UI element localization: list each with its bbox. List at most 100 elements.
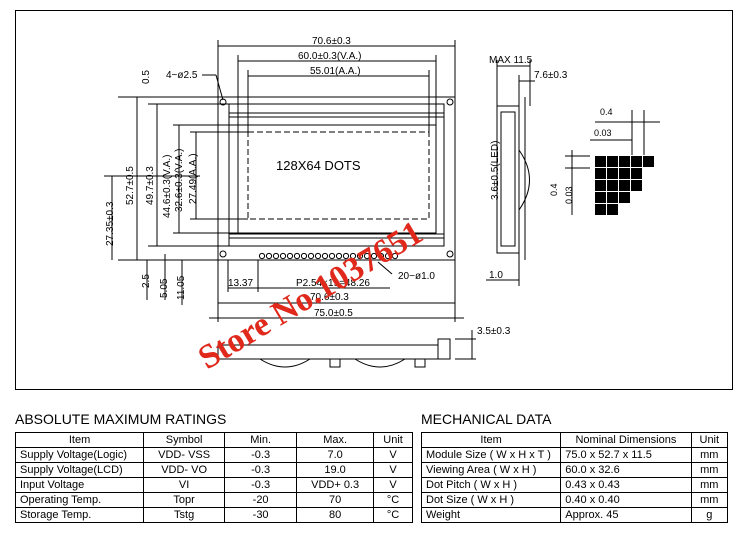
dot-square xyxy=(618,191,631,204)
cell-item: Dot Pitch ( W x H ) xyxy=(420,477,562,493)
table-header-row: Item Nominal Dimensions Unit xyxy=(420,432,729,448)
connector-pin xyxy=(307,252,315,260)
cell-unit: V xyxy=(373,462,413,478)
dot-square xyxy=(594,203,607,216)
cell-value: 0.40 x 0.40 xyxy=(560,492,692,508)
dim-width-aa: 55.01(A.A.) xyxy=(310,66,361,77)
cell-symbol: VDD- VSS xyxy=(143,447,226,463)
connector-pin xyxy=(300,252,308,260)
cell-min: -20 xyxy=(224,492,298,508)
connector-pin xyxy=(377,252,385,260)
dot-square xyxy=(606,155,619,168)
connector-pin xyxy=(314,252,322,260)
connector-pin xyxy=(349,252,357,260)
connector-pin xyxy=(293,252,301,260)
cell-min: -0.3 xyxy=(224,462,298,478)
connector-pin xyxy=(356,252,364,260)
cell-unit: mm xyxy=(690,447,729,463)
connector-pin xyxy=(363,252,371,260)
cell-item: Weight xyxy=(420,507,562,523)
cell-value: Approx. 45 xyxy=(560,507,692,523)
connector-pin xyxy=(286,252,294,260)
table-row: Module Size ( W x H x T ) 75.0 x 52.7 x … xyxy=(420,447,729,463)
cell-unit: °C xyxy=(373,507,413,523)
dot-square xyxy=(594,155,607,168)
cell-symbol: Tstg xyxy=(143,507,226,523)
connector-pin xyxy=(342,252,350,260)
pin-row xyxy=(258,252,399,260)
cell-value: 0.43 x 0.43 xyxy=(560,477,692,493)
table-row: Supply Voltage(LCD) VDD- VO -0.3 19.0 V xyxy=(14,462,413,478)
pcb-outline xyxy=(217,96,456,261)
dot-square xyxy=(630,155,643,168)
col-nominal: Nominal Dimensions xyxy=(560,432,692,448)
mech-data-table: Item Nominal Dimensions Unit Module Size… xyxy=(420,432,729,523)
cell-max: 19.0 xyxy=(296,462,375,478)
mount-hole xyxy=(219,250,227,258)
dot-04-side: 0.4 xyxy=(549,183,559,196)
table-row: Dot Pitch ( W x H ) 0.43 x 0.43 mm xyxy=(420,477,729,493)
dim-width-va: 60.0±0.3(V.A.) xyxy=(298,51,362,62)
col-item: Item xyxy=(420,432,562,448)
dots-label: 128X64 DOTS xyxy=(276,158,361,173)
table-header-row: Item Symbol Min. Max. Unit xyxy=(14,432,413,448)
cell-symbol: VI xyxy=(143,477,226,493)
dim-2735: 27.35±0.3 xyxy=(105,201,116,246)
cell-item: Viewing Area ( W x H ) xyxy=(420,462,562,478)
connector-pin xyxy=(279,252,287,260)
dot-003-top: 0.03 xyxy=(594,128,612,138)
dim-width-outer: 70.6±0.3 xyxy=(312,36,351,47)
dot-square xyxy=(594,191,607,204)
dot-square xyxy=(594,167,607,180)
table-row: Dot Size ( W x H ) 0.40 x 0.40 mm xyxy=(420,492,729,508)
abs-ratings-title: ABSOLUTE MAXIMUM RATINGS xyxy=(15,411,227,427)
col-symbol: Symbol xyxy=(143,432,226,448)
cell-min: -0.3 xyxy=(224,447,298,463)
viewing-area xyxy=(237,124,437,234)
cell-max: VDD+ 0.3 xyxy=(296,477,375,493)
dim-1337: 13.37 xyxy=(228,278,253,289)
dot-square xyxy=(606,203,619,216)
table-row: Supply Voltage(Logic) VDD- VSS -0.3 7.0 … xyxy=(14,447,413,463)
cell-item: Input Voltage xyxy=(14,477,145,493)
dim-497: 49.7±0.3 xyxy=(145,166,156,205)
cell-max: 80 xyxy=(296,507,375,523)
dot-square xyxy=(618,155,631,168)
table-row: Storage Temp. Tstg -30 80 °C xyxy=(14,507,413,523)
table-row: Input Voltage VI -0.3 VDD+ 0.3 V xyxy=(14,477,413,493)
dot-04-top: 0.4 xyxy=(600,107,613,117)
col-max: Max. xyxy=(296,432,375,448)
cell-min: -30 xyxy=(224,507,298,523)
dim-706b: 70.6±0.3 xyxy=(310,292,349,303)
dim-05: 0.5 xyxy=(141,70,152,84)
dot-square xyxy=(618,179,631,192)
cell-item: Operating Temp. xyxy=(14,492,145,508)
cell-item: Dot Size ( W x H ) xyxy=(420,492,562,508)
mount-hole xyxy=(446,98,454,106)
dim-25: 2.5 xyxy=(141,274,152,288)
bezel-outline xyxy=(228,103,445,247)
left-dimensions: 0.5 52.7±0.5 49.7±0.3 44.6±0.3(V.A.) 32.… xyxy=(104,70,248,305)
connector-pin xyxy=(328,252,336,260)
dim-527: 52.7±0.5 xyxy=(125,166,136,205)
abs-ratings-table: Item Symbol Min. Max. Unit Supply Voltag… xyxy=(14,432,413,523)
cell-unit: mm xyxy=(690,477,729,493)
dot-detail: 0.4 0.03 0.4 0.03 xyxy=(549,107,660,216)
dim-max: MAX 11.5 xyxy=(489,55,533,66)
bottom-view: 3.5±0.3 xyxy=(217,326,511,368)
connector-pin xyxy=(335,252,343,260)
active-area xyxy=(247,131,430,220)
col-item: Item xyxy=(14,432,145,448)
col-unit: Unit xyxy=(690,432,729,448)
dim-76: 7.6±0.3 xyxy=(534,70,568,81)
cell-value: 75.0 x 52.7 x 11.5 xyxy=(560,447,692,463)
mech-data-title: MECHANICAL DATA xyxy=(421,411,552,427)
cell-unit: mm xyxy=(690,462,729,478)
dot-square xyxy=(642,155,655,168)
top-dimensions: 70.6±0.3 60.0±0.3(V.A.) 55.01(A.A.) 4−ø2… xyxy=(166,36,456,132)
side-view: MAX 11.5 7.6±0.3 3.6±0.5(LED) 1.0 xyxy=(486,55,568,286)
dim-35: 3.5±0.3 xyxy=(477,326,511,337)
connector-pin xyxy=(370,252,378,260)
cell-max: 7.0 xyxy=(296,447,375,463)
cell-item: Supply Voltage(Logic) xyxy=(14,447,145,463)
